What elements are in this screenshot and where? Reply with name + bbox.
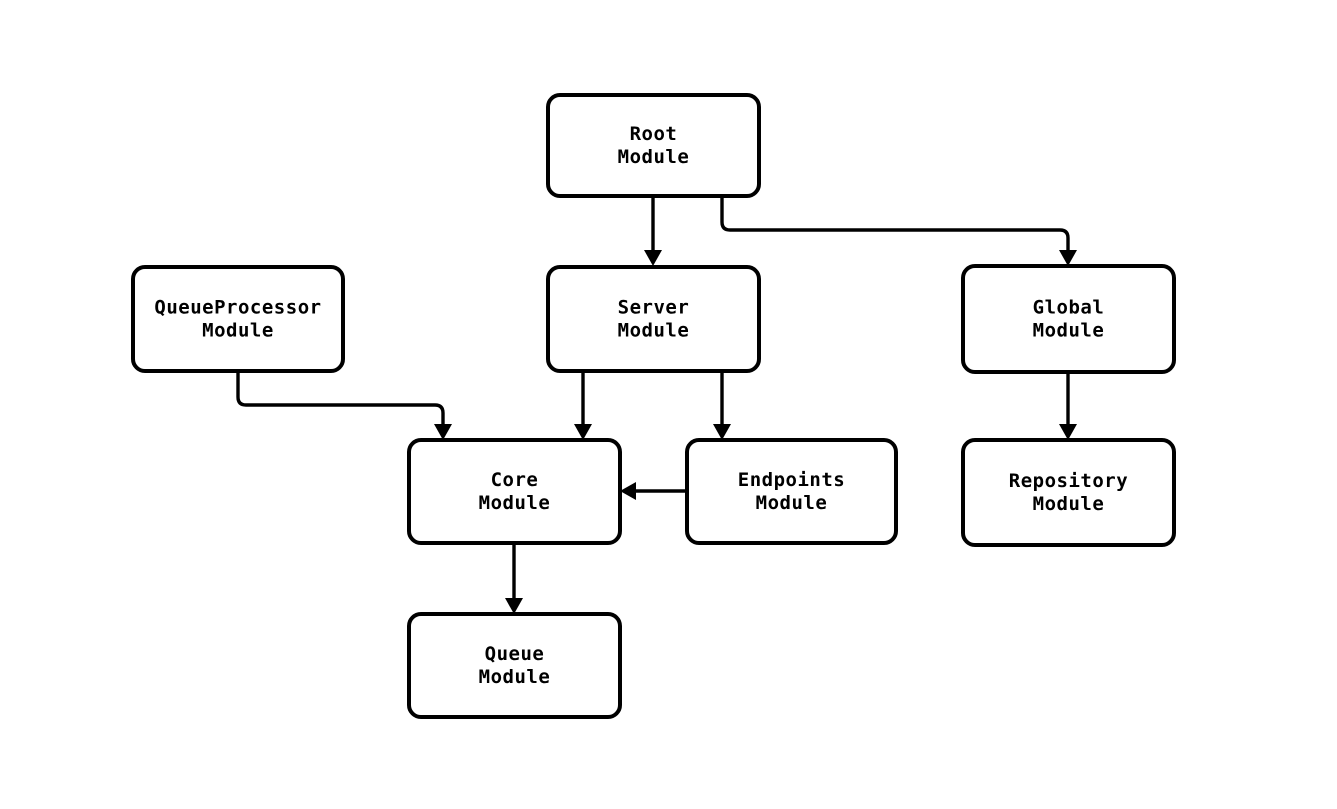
node-box[interactable] [961,438,1176,547]
arrowhead-icon [644,250,662,266]
node-label-line1: Queue [485,643,545,665]
node-label-line2: Module [479,492,551,514]
node-label-line1: Server [618,297,690,319]
node-label-line2: Module [479,666,551,688]
edge-server-to-endpoints [713,371,731,440]
node-label-line1: Global [1033,297,1105,319]
edge-server-to-core [574,371,592,440]
node-label-line2: Module [1033,320,1105,342]
node-label-line1: Core [491,469,539,491]
edge-global-to-repository [1059,372,1077,440]
arrowhead-icon [434,424,452,440]
arrowhead-icon [713,424,731,440]
node-box[interactable] [685,438,898,545]
node-box[interactable] [546,93,761,198]
node-label-line1: QueueProcessor [154,297,321,319]
node-box[interactable] [407,612,622,719]
node-box[interactable] [131,265,345,373]
node-label-line1: Endpoints [738,469,845,491]
node-label-line2: Module [202,320,274,342]
edge-core-to-queue [505,543,523,614]
node-box[interactable] [961,264,1176,374]
edge-endpoints-to-core [620,482,687,500]
node-box[interactable] [407,438,622,545]
arrowhead-icon [1059,424,1077,440]
arrowhead-icon [1059,250,1077,266]
arrowhead-icon [574,424,592,440]
node-label-line2: Module [618,320,690,342]
nodes-layer: RootModuleQueueProcessorModuleServerModu… [131,93,1176,719]
node-label-line2: Module [618,146,690,168]
node-label-line1: Root [630,123,678,145]
edge-root-to-server [644,196,662,266]
node-label-line1: Repository [1009,470,1128,492]
edge-line [720,196,1070,252]
node-box[interactable] [546,265,761,373]
edge-line [236,371,445,426]
edge-queueprocessor-to-core [236,371,452,440]
arrowhead-icon [620,482,636,500]
edge-root-to-global [720,196,1077,266]
node-label-line2: Module [1033,493,1105,515]
arrowhead-icon [505,598,523,614]
edges-layer [236,196,1077,614]
node-label-line2: Module [756,492,828,514]
